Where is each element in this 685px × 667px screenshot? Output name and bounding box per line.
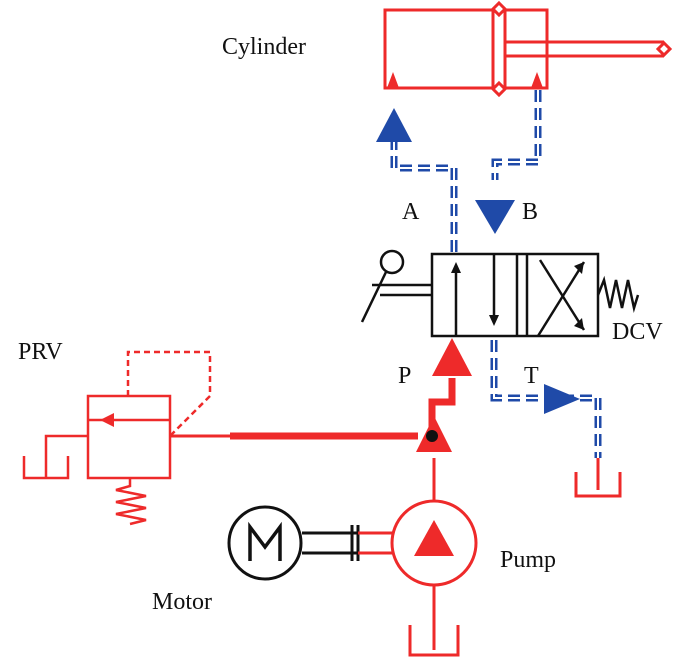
dcv-arrowhead-a [451, 262, 461, 273]
dcv-arrowhead-cross-2 [574, 318, 584, 330]
motor-label: Motor [152, 589, 212, 615]
port-t-label: T [524, 363, 539, 389]
dcv-cross-arrow-2 [538, 259, 586, 331]
electric-motor [227, 505, 303, 581]
directional-control-valve [360, 249, 640, 338]
cylinder-seal-bottom [490, 80, 508, 98]
pump-arrow [414, 520, 454, 556]
motor-circle [227, 505, 303, 581]
motor-m-letter [248, 521, 282, 561]
prv-tank [22, 456, 70, 480]
line-port-b [491, 90, 542, 180]
cylinder [383, 0, 673, 98]
cylinder-port-a-arrow [387, 72, 399, 88]
pressure-lines [170, 378, 456, 500]
dcv-label: DCV [612, 319, 663, 345]
pressure-relief-valve [22, 350, 212, 526]
flow-arrow-to-cylinder [376, 108, 412, 142]
port-b-label: B [522, 199, 539, 225]
prv-drain-line [44, 434, 88, 478]
line-port-a [390, 140, 458, 252]
prv-spring [115, 478, 147, 526]
motor-pump-coupling [302, 525, 392, 561]
cylinder-barrel [383, 8, 549, 90]
cylinder-rod-end [655, 40, 673, 58]
dcv-lever-knob [379, 249, 405, 275]
return-tank [574, 458, 622, 498]
prv-arrowhead [100, 413, 114, 427]
dcv-arrowhead-cross-1 [574, 262, 584, 274]
pump-label: Pump [500, 547, 557, 573]
pump-tank [408, 625, 460, 657]
cylinder-label: Cylinder [222, 34, 306, 60]
cylinder-seal-top [490, 0, 508, 18]
dcv-arrowhead-t [489, 315, 499, 326]
junction-dot [426, 430, 438, 442]
prv-label: PRV [18, 339, 63, 365]
port-a-label: A [402, 199, 420, 225]
flow-arrow-to-tank [544, 384, 580, 414]
dcv-lever-handle [360, 271, 388, 323]
cylinder-port-b-arrow [531, 72, 543, 88]
dcv-spring [596, 275, 640, 313]
hydraulic-pump [390, 499, 478, 657]
flow-arrow-from-cylinder [475, 200, 515, 234]
prv-body [86, 394, 172, 480]
dcv-cross-arrow-1 [536, 261, 586, 337]
port-p-label: P [398, 363, 412, 389]
return-tank-symbol [574, 472, 622, 498]
flow-arrow-into-p [432, 338, 472, 376]
prv-pilot-line [126, 350, 212, 437]
